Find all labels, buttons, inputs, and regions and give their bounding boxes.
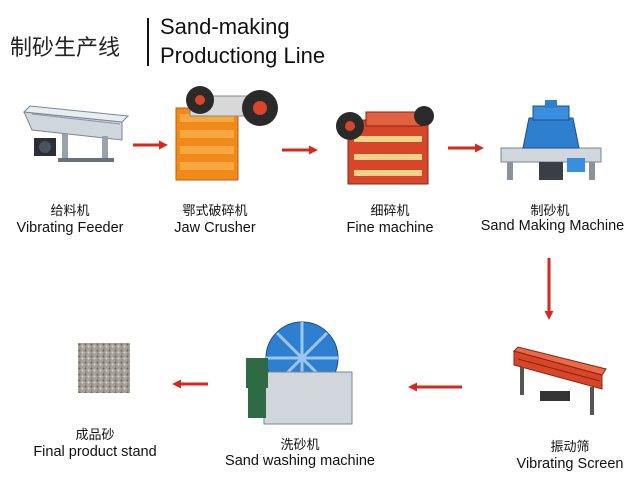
title-divider [147,18,149,66]
arrow-screen-to-washer-head [408,382,417,392]
vibrating-screen-label-en: Vibrating Screen [516,456,624,472]
sand-washing-label-cn: 洗砂机 [280,438,320,453]
arrow-washer-to-product-head [172,379,181,389]
sand-making-label-en: Sand Making Machine [480,218,625,234]
feeder-label-cn: 给料机 [50,204,90,219]
vibrating-feeder-image [22,105,130,162]
arrow-feeder-to-jaw-head [159,140,168,150]
fine-machine-label-en: Fine machine [346,220,434,236]
feeder-label-en: Vibrating Feeder [16,220,124,236]
sand-making-label-cn: 制砂机 [530,204,570,219]
title-english-line2: Productiong Line [160,43,326,68]
sand-making-machine-image [500,100,602,180]
arrow-jaw-to-fine-head [309,145,318,155]
final-sand-image [78,343,130,393]
jaw-crusher-label-cn: 鄂式破碎机 [182,204,248,219]
vibrating-screen-label-cn: 振动筛 [550,440,590,455]
jaw-crusher-image [175,86,278,181]
final-product-label-en: Final product stand [33,444,157,460]
vibrating-screen-image [513,346,607,415]
fine-crusher-image [336,106,434,185]
title-chinese: 制砂生产线 [10,36,121,61]
fine-machine-label-cn: 细碎机 [370,204,410,219]
sand-washing-machine-image [246,321,353,425]
final-product-label-cn: 成品砂 [75,428,115,443]
arrow-fine-to-sandmaking-head [475,143,484,153]
jaw-crusher-label-en: Jaw Crusher [174,220,256,236]
sand-washing-label-en: Sand washing machine [225,453,375,469]
title-english-line1: Sand-making [160,14,290,39]
arrow-sandmaking-to-screen-head [544,311,554,320]
